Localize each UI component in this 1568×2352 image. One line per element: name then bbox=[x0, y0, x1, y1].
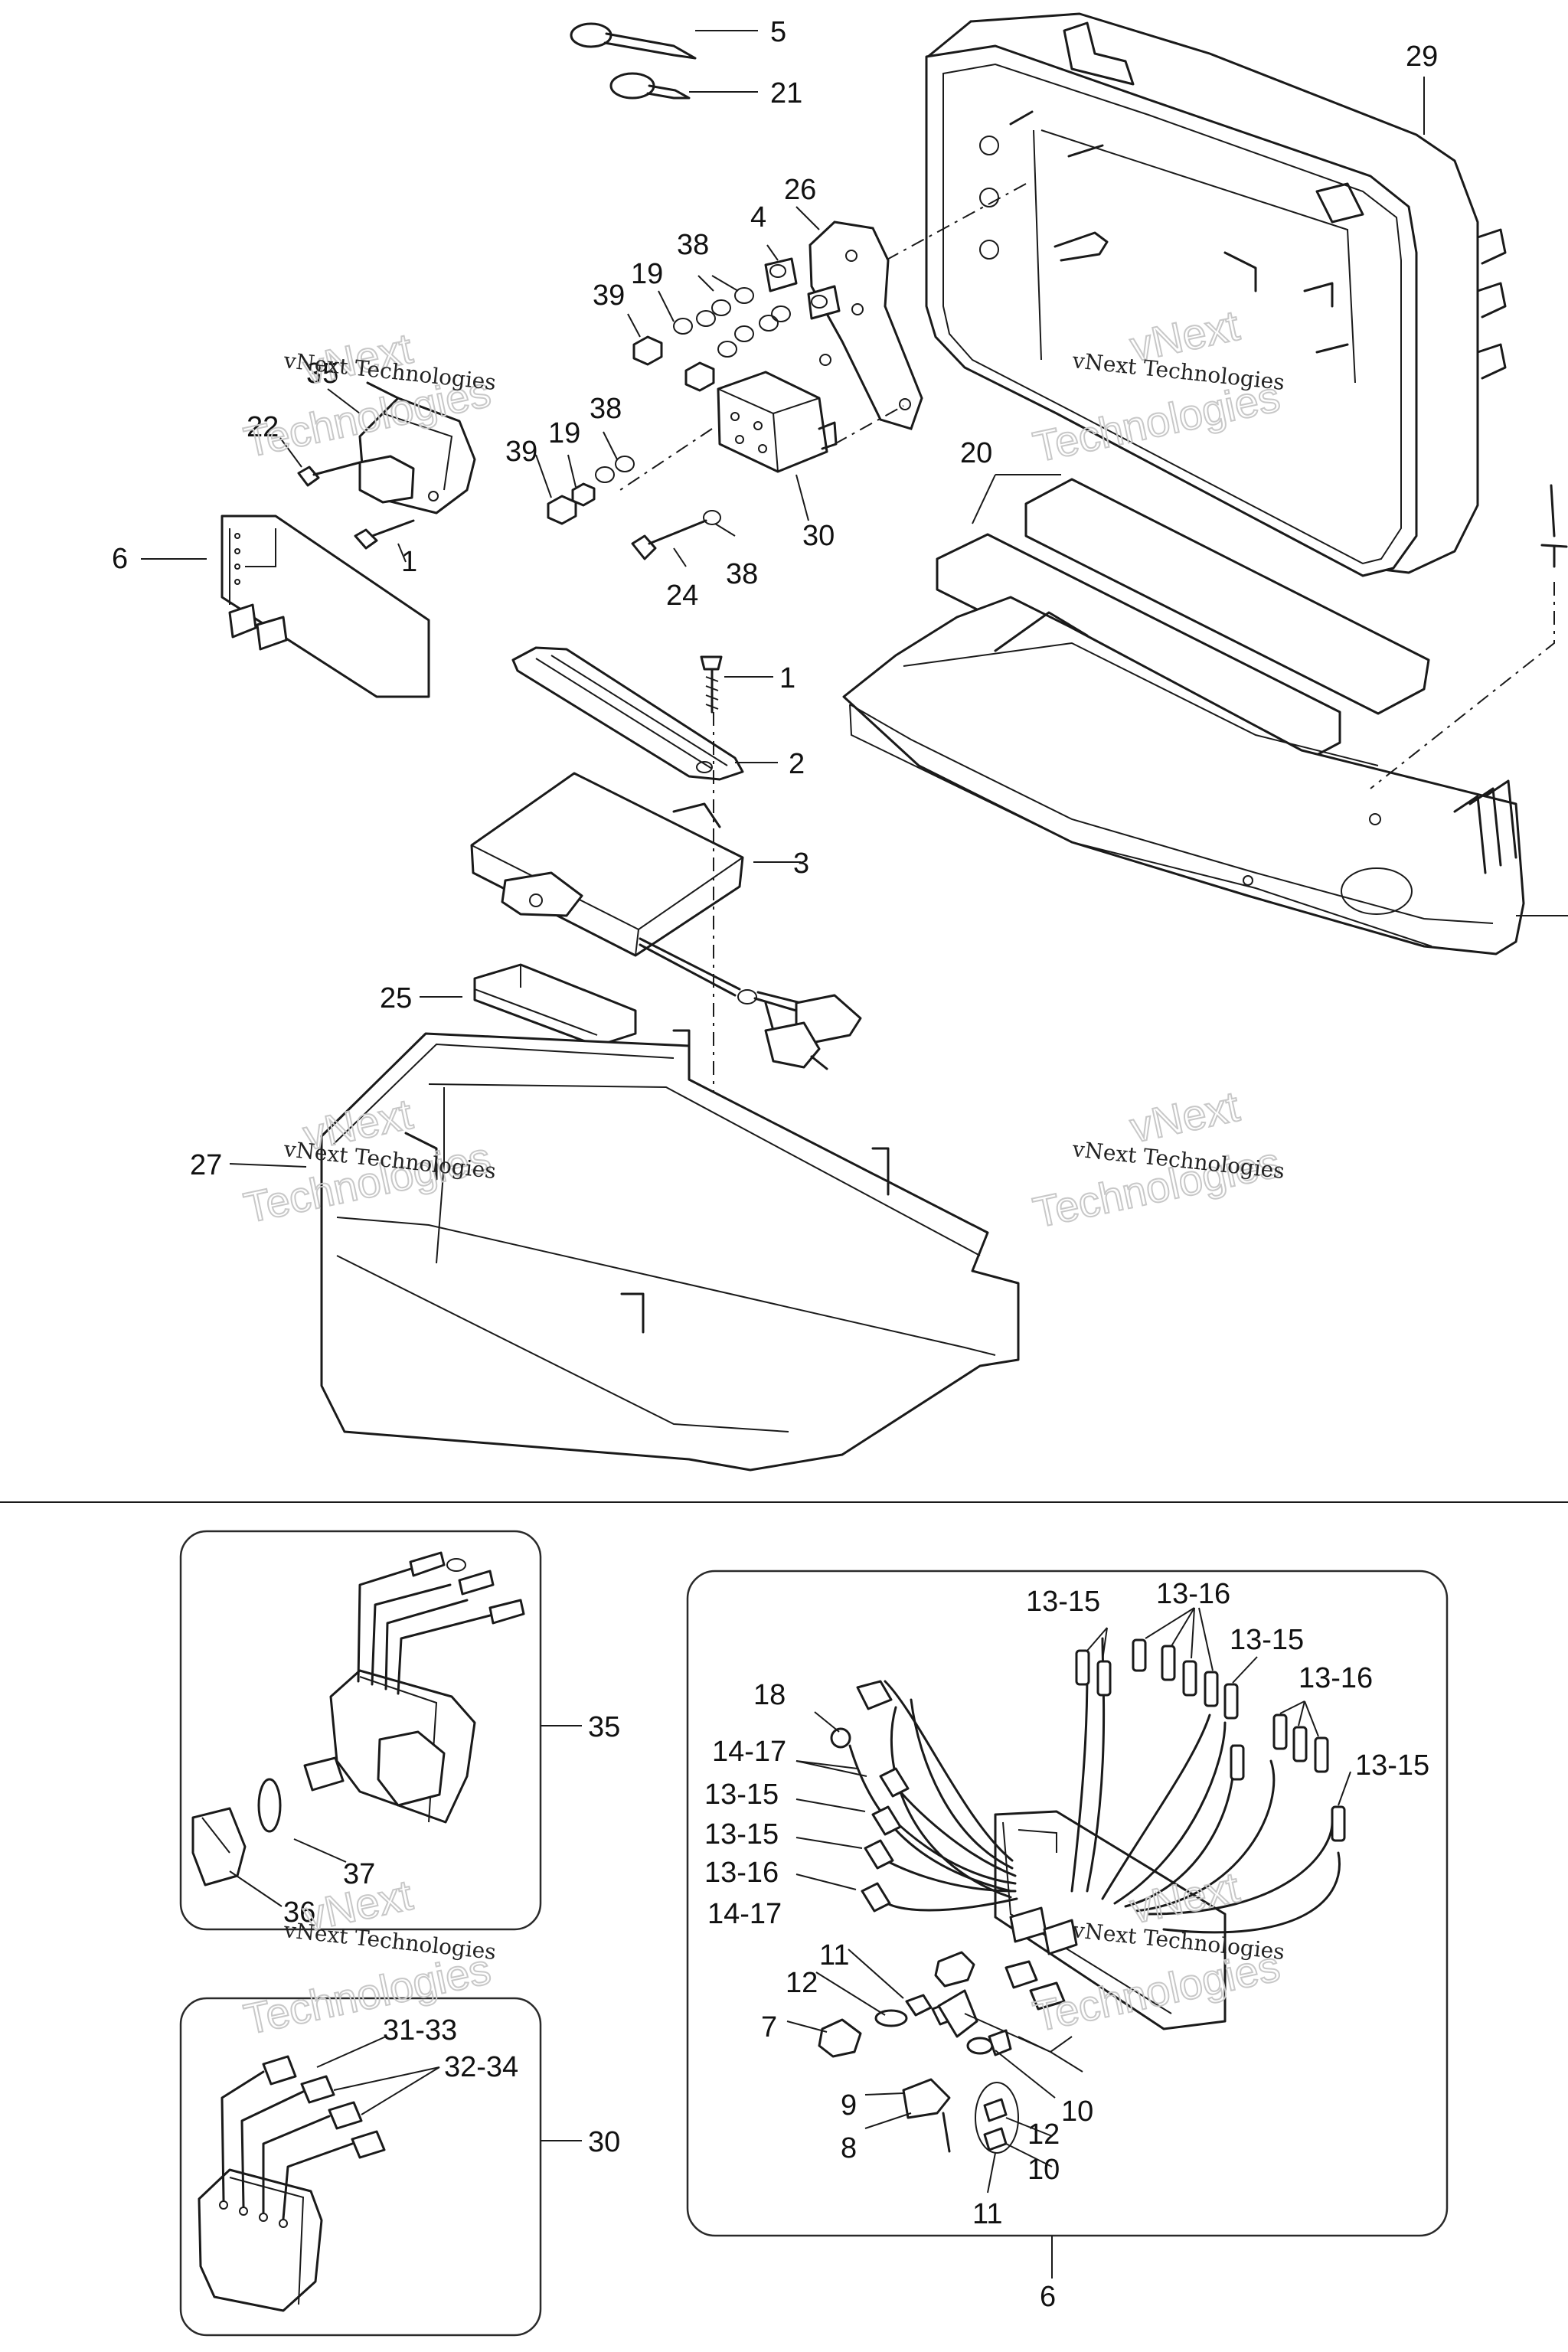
callout-38b: 38 bbox=[590, 393, 622, 425]
callout-35: 35 bbox=[306, 358, 338, 390]
bolt-24 bbox=[631, 510, 721, 560]
callout-13-16-b: 13-16 bbox=[1298, 1662, 1373, 1694]
svg-text:vNext: vNext bbox=[1126, 1082, 1244, 1152]
callout-1a: 1 bbox=[401, 546, 417, 578]
callout-13-15-b: 13-15 bbox=[1230, 1624, 1304, 1656]
callout-19b: 19 bbox=[548, 417, 580, 449]
spacer-4 bbox=[764, 257, 841, 320]
detail-6-board bbox=[994, 1810, 1227, 2030]
fuse-37 bbox=[257, 1778, 282, 1833]
detail-30-label: 30 bbox=[588, 2126, 620, 2158]
callout-39a: 39 bbox=[593, 279, 625, 312]
callout-5: 5 bbox=[770, 16, 786, 48]
washers-38b bbox=[595, 456, 635, 483]
callout-14-17-a: 14-17 bbox=[712, 1736, 786, 1768]
callout-11-b: 11 bbox=[972, 2198, 1002, 2230]
callout-19a: 19 bbox=[631, 258, 663, 290]
callout-32-34: 32-34 bbox=[444, 2051, 518, 2083]
callout-7: 7 bbox=[761, 2011, 777, 2043]
harness-3 bbox=[639, 937, 862, 1070]
detail-6-fuse-parts bbox=[818, 1951, 1066, 2154]
regulator-35 bbox=[358, 381, 476, 514]
housing-29 bbox=[925, 12, 1507, 577]
detail-30-module bbox=[198, 2055, 386, 2312]
washers-38 bbox=[673, 287, 791, 358]
callout-39b: 39 bbox=[505, 436, 537, 468]
detail-35-label: 35 bbox=[588, 1711, 620, 1743]
cable-tie-5 bbox=[570, 22, 697, 60]
callout-20: 20 bbox=[960, 437, 992, 469]
callout-36: 36 bbox=[283, 1896, 315, 1929]
callout-30: 30 bbox=[802, 520, 835, 552]
detail-35-regulator bbox=[303, 1551, 525, 1824]
nuts-39 bbox=[632, 335, 715, 392]
callout-14-17-b: 14-17 bbox=[707, 1898, 782, 1930]
callout-25: 25 bbox=[380, 982, 412, 1014]
pads-20 bbox=[936, 478, 1430, 769]
callout-1b: 1 bbox=[779, 662, 795, 694]
cdi-module-3 bbox=[470, 772, 744, 957]
callout-13-16-c: 13-16 bbox=[704, 1857, 779, 1889]
seal-25 bbox=[473, 963, 637, 1047]
callout-13-15-c: 13-15 bbox=[1355, 1749, 1429, 1782]
callout-37: 37 bbox=[343, 1858, 375, 1890]
callout-10-b: 10 bbox=[1027, 2154, 1060, 2186]
callout-24: 24 bbox=[666, 580, 698, 612]
callout-12-b: 12 bbox=[1027, 2118, 1060, 2151]
callout-13-15-d: 13-15 bbox=[704, 1779, 779, 1811]
callout-27: 27 bbox=[190, 1149, 222, 1181]
module-30 bbox=[717, 371, 838, 473]
callout-38c: 38 bbox=[726, 558, 758, 590]
callout-4: 4 bbox=[750, 201, 766, 234]
callout-labels: 5 21 29 26 4 38 19 39 35 22 38 19 39 1 6… bbox=[112, 16, 1438, 2313]
callout-13-16-a: 13-16 bbox=[1156, 1578, 1230, 1610]
screw-right bbox=[1540, 484, 1568, 568]
callout-13-15-a: 13-15 bbox=[1026, 1586, 1100, 1618]
callout-12-a: 12 bbox=[786, 1967, 818, 1999]
nuts-39b bbox=[547, 482, 596, 525]
callout-38a: 38 bbox=[677, 229, 709, 261]
callout-21: 21 bbox=[770, 77, 802, 109]
base-tray bbox=[842, 596, 1525, 956]
callout-8: 8 bbox=[841, 2132, 857, 2164]
screw-1a bbox=[354, 519, 415, 550]
mounting-plate-26 bbox=[808, 220, 923, 430]
detail-6-terminals bbox=[830, 1638, 1346, 1913]
callout-9: 9 bbox=[841, 2089, 857, 2122]
watermark-d: vNext Technologies vNext Technologies bbox=[1028, 1081, 1285, 1238]
tray-27 bbox=[320, 1029, 1020, 1472]
callout-18: 18 bbox=[753, 1679, 786, 1711]
callout-6: 6 bbox=[112, 543, 128, 575]
callout-31-33: 31-33 bbox=[383, 2014, 457, 2047]
callout-22: 22 bbox=[247, 411, 279, 443]
callout-3: 3 bbox=[793, 848, 809, 880]
screw-1b bbox=[700, 655, 723, 714]
cable-tie-21 bbox=[609, 72, 691, 100]
detail-6-label: 6 bbox=[1040, 2281, 1056, 2313]
callout-13-15-e: 13-15 bbox=[704, 1818, 779, 1851]
callout-10-a: 10 bbox=[1061, 2096, 1093, 2128]
callout-26: 26 bbox=[784, 174, 816, 206]
callout-29: 29 bbox=[1406, 41, 1438, 73]
screw-22 bbox=[297, 461, 361, 487]
callout-11-a: 11 bbox=[819, 1939, 849, 1971]
bracket-2 bbox=[511, 646, 744, 781]
callout-2: 2 bbox=[789, 748, 805, 780]
module-6 bbox=[220, 514, 430, 698]
